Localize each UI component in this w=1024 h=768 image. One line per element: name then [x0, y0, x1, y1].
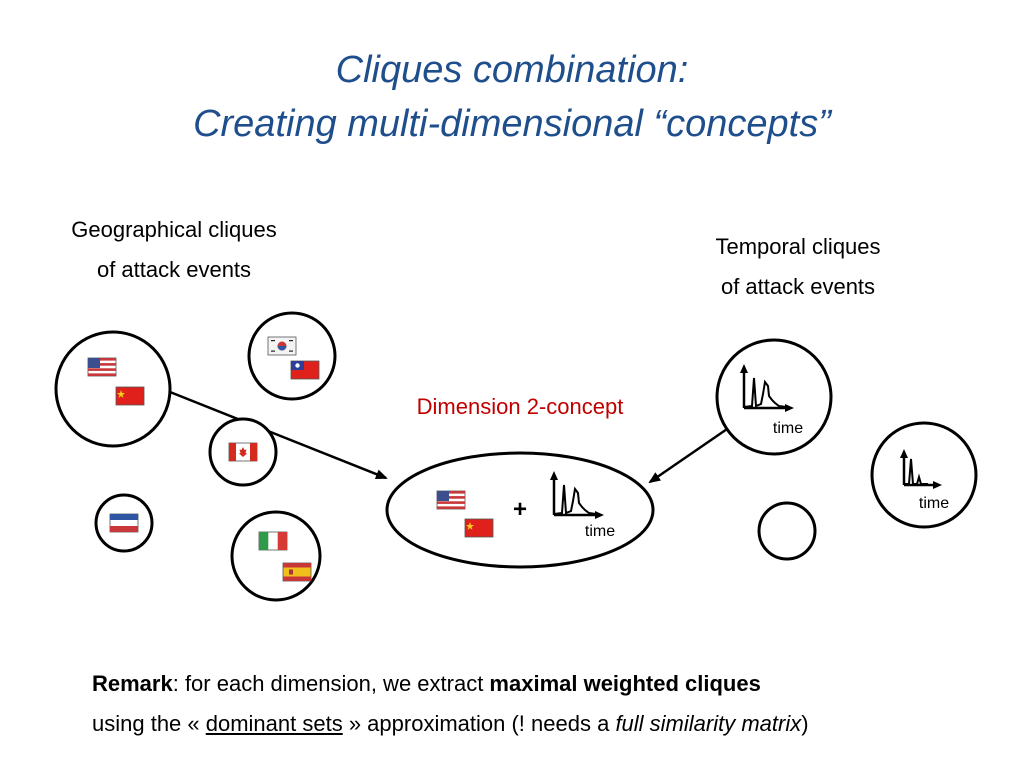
concept-plus: +: [513, 496, 527, 523]
geo-cliques-label: Geographical cliques of attack events: [44, 210, 304, 290]
concept-china-flag-icon: [464, 518, 494, 538]
korea-flag-icon: [267, 336, 297, 356]
remark-bold2: maximal weighted cliques: [489, 671, 761, 696]
temporal-label-line2: of attack events: [720, 274, 876, 299]
remark-line2: using the « dominant sets » approximatio…: [92, 704, 809, 744]
remark-underline: dominant sets: [205, 711, 343, 736]
remark-line1: Remark: for each dimension, we extract m…: [92, 664, 809, 704]
slide-title-line2: Creating multi-dimensional “concepts”: [193, 103, 831, 145]
dimension-concept-label: Dimension 2-concept: [416, 394, 624, 419]
geo-clique-kr-tw: [247, 311, 337, 401]
remark-text4: ): [801, 711, 809, 736]
arrow-temporal-to-concept: [648, 425, 731, 484]
temporal-label-line1: Temporal cliques: [715, 234, 881, 259]
remark-text1: : for each dimension, we extract: [172, 671, 490, 696]
italy-flag-icon: [258, 531, 288, 551]
remark-text: Remark: for each dimension, we extract m…: [92, 664, 809, 744]
dimension-concept-ellipse: + time: [385, 451, 655, 569]
taiwan-flag-icon: [290, 360, 320, 380]
france-flag-icon: [109, 513, 139, 533]
temporal-time-label-2: time: [919, 495, 949, 512]
spain-flag-icon: [282, 562, 312, 582]
temporal-clique-1: time: [715, 338, 833, 456]
geo-label-line2: of attack events: [96, 257, 252, 282]
geo-label-line1: Geographical cliques: [71, 217, 277, 242]
arrow-geo-to-concept: [169, 390, 388, 480]
geo-clique-ca: [208, 417, 278, 487]
remark-italic: full similarity matrix: [615, 711, 802, 736]
canada-flag-icon: [228, 442, 258, 462]
geo-clique-fr: [94, 493, 154, 553]
slide-title-line1: Cliques combination:: [335, 49, 689, 91]
temporal-clique-empty: [757, 501, 817, 561]
remark-text2: using the «: [92, 711, 206, 736]
geo-clique-it-es: [230, 510, 322, 602]
temporal-cliques-label: Temporal cliques of attack events: [668, 227, 928, 307]
concept-us-flag-icon: [436, 490, 466, 510]
concept-time-label: time: [585, 523, 615, 540]
geo-clique-us-cn: [54, 330, 172, 448]
remark-bold: Remark: [92, 671, 173, 696]
temporal-clique-2: time: [870, 421, 978, 529]
remark-text3: » approximation (! needs a: [342, 711, 616, 736]
temporal-time-label-1: time: [773, 420, 803, 437]
us-flag-icon: [87, 357, 117, 377]
china-flag-icon: [115, 386, 145, 406]
